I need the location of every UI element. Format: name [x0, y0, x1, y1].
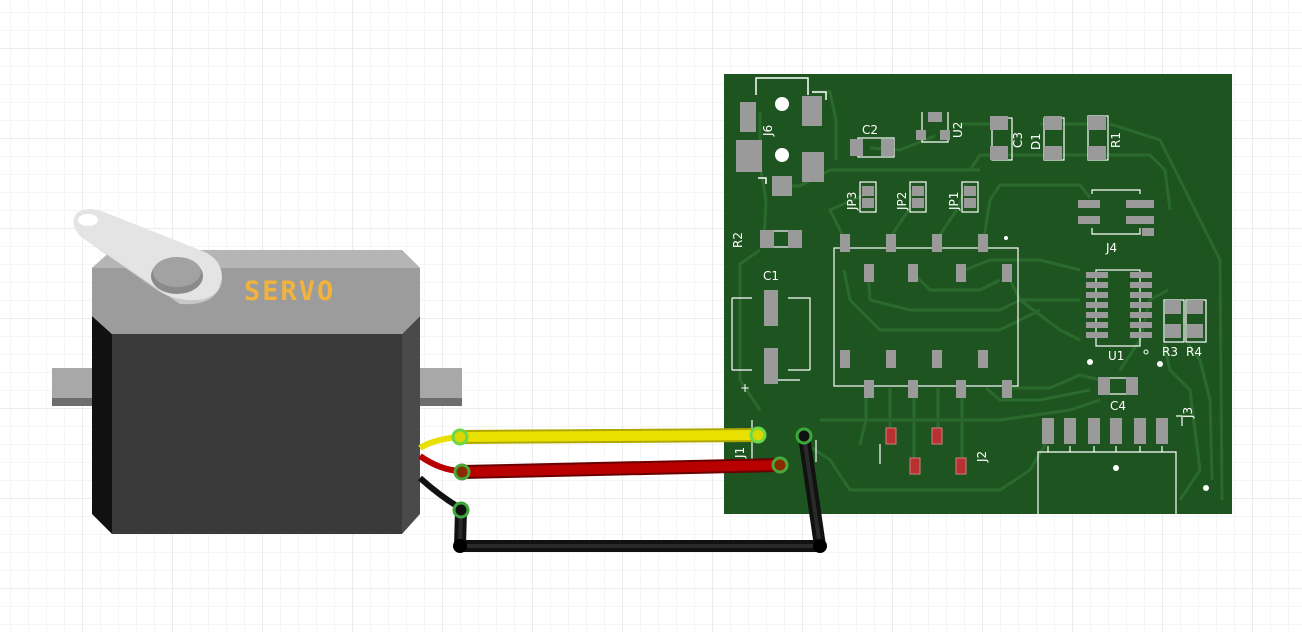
pcb-u1-chip[interactable]: [1086, 269, 1152, 365]
servo-motor[interactable]: SERVO: [52, 209, 462, 534]
servo-mount-ear-right-edge: [398, 398, 462, 406]
pcb-label-c1: C1: [763, 269, 779, 283]
servo-horn[interactable]: [73, 209, 222, 305]
pcb-label-r2: R2: [731, 232, 745, 248]
pcb-jp3-jumper[interactable]: [859, 181, 877, 213]
pcb-label-j1: J1: [733, 447, 747, 459]
pcb-r2-resistor[interactable]: [760, 230, 802, 248]
pcb-r4-resistor[interactable]: [1185, 299, 1207, 343]
pcb-u2-regulator[interactable]: [916, 112, 950, 143]
servo-wire-red-lead: [418, 453, 461, 474]
pcb-j4-connector[interactable]: [1078, 189, 1154, 236]
pcb-d1-diode[interactable]: [1043, 116, 1065, 161]
pcb-c3-capacitor[interactable]: [990, 116, 1013, 161]
servo-body-right-face: [402, 316, 420, 534]
pcb-label-r1: R1: [1109, 132, 1123, 148]
pcb-c1-capacitor[interactable]: [731, 290, 811, 384]
wire-power-end-servo[interactable]: [453, 463, 471, 481]
wire-ground-bend-right[interactable]: [813, 539, 827, 553]
pcb-label-jp3: JP3: [845, 192, 859, 211]
pcb-label-u2: U2: [951, 122, 965, 138]
pcb-c4-capacitor[interactable]: [1098, 377, 1138, 395]
wire-ground-end-servo[interactable]: [452, 501, 470, 519]
wire-power-end-pcb[interactable]: [771, 456, 789, 474]
pcb-c1-polarity: +: [740, 381, 750, 395]
pcb-j6-mount-hole-bottom: [775, 148, 789, 162]
pcb-j6-connector[interactable]: [736, 77, 827, 196]
pcb-label-r3: R3: [1162, 345, 1178, 359]
wire-signal-end-pcb[interactable]: [749, 426, 767, 444]
pcb-central-ic[interactable]: [833, 234, 1019, 398]
pcb-r3-resistor[interactable]: [1163, 299, 1185, 343]
pcb-label-c3: C3: [1011, 132, 1025, 148]
servo-wire-black-lead: [417, 475, 462, 511]
pcb-label-u1: U1: [1108, 349, 1124, 363]
pcb-board[interactable]: J6 C2 U2 C3 D1: [724, 74, 1232, 514]
pcb-label-c4: C4: [1110, 399, 1126, 413]
pcb-label-jp2: JP2: [895, 192, 909, 211]
pcb-label-j3: J3: [1181, 407, 1195, 419]
pcb-via: [1157, 361, 1163, 367]
servo-mount-ear-left-edge: [52, 398, 112, 406]
servo-body-front: [112, 334, 402, 534]
wire-ground[interactable]: [452, 427, 827, 553]
pcb-jp1-jumper[interactable]: [961, 181, 979, 213]
pcb-j3-connector[interactable]: [1037, 415, 1209, 514]
pcb-label-j4: J4: [1105, 241, 1117, 255]
pcb-j2-connector[interactable]: [879, 427, 967, 475]
servo-label: SERVO: [244, 276, 335, 307]
pcb-label-c2: C2: [862, 123, 878, 137]
wire-ground-bend-left[interactable]: [453, 539, 467, 553]
wire-power[interactable]: [453, 456, 789, 481]
pcb-j6-mount-hole-top: [775, 97, 789, 111]
pcb-label-j6: J6: [761, 125, 775, 137]
pcb-r1-resistor[interactable]: [1087, 115, 1109, 161]
pcb-c2-capacitor[interactable]: [850, 137, 895, 158]
pcb-label-r4: R4: [1186, 345, 1202, 359]
wire-signal[interactable]: [451, 426, 767, 446]
wire-ground-end-pcb[interactable]: [795, 427, 813, 445]
pcb-traces: [738, 90, 1224, 501]
wire-signal-end-servo[interactable]: [451, 428, 469, 446]
pcb-label-j2: J2: [975, 451, 989, 463]
pcb-jp2-jumper[interactable]: [909, 181, 927, 213]
pcb-label-d1: D1: [1029, 133, 1043, 150]
servo-horn-hole: [78, 214, 98, 226]
pcb-label-jp1: JP1: [947, 192, 961, 211]
servo-body-left-face: [92, 316, 112, 534]
